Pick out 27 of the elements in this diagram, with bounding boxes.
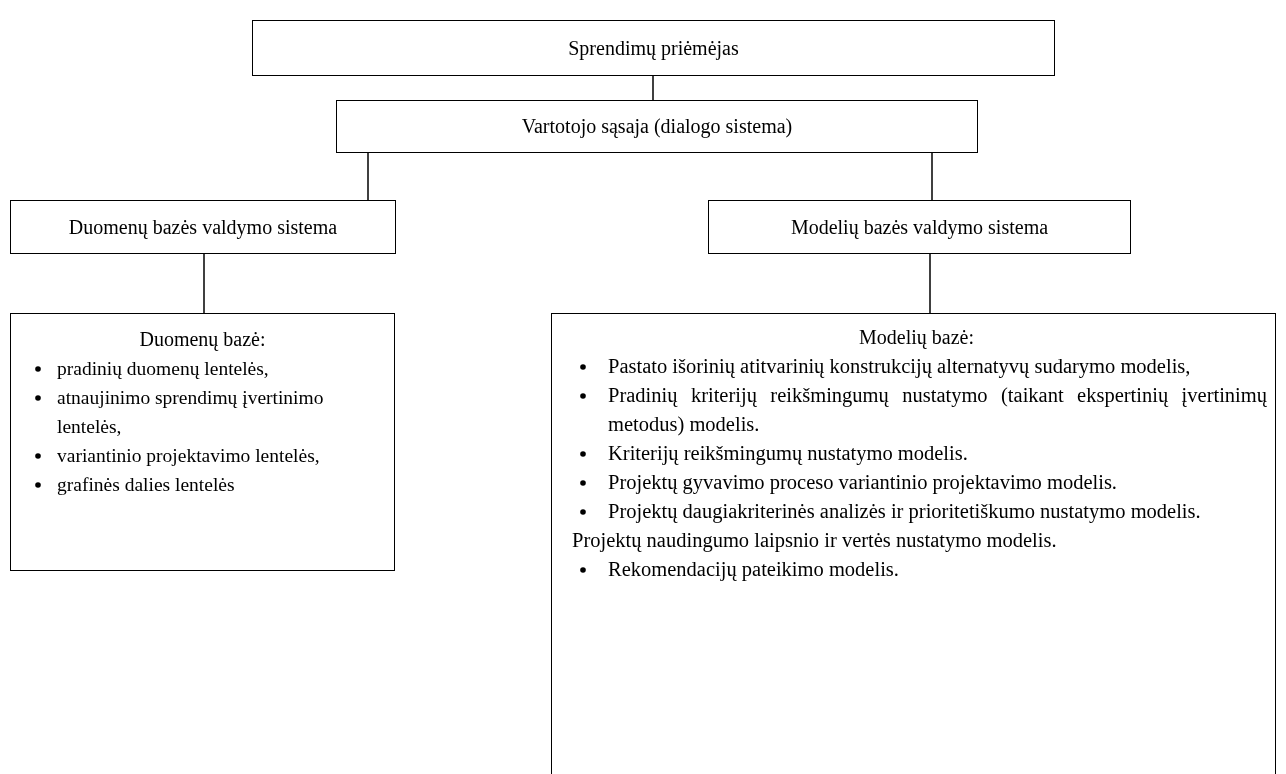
box-label: Duomenų bazės valdymo sistema: [68, 215, 338, 239]
process-box: [10, 200, 396, 254]
list-item: Projektų naudingumo laipsnio ir vertės nustatymo modelis.: [571, 528, 1058, 554]
box-label: Sprendimų priėmėjas: [568, 36, 739, 60]
list-item: variantinio projektavimo lentelės,: [21, 441, 384, 470]
connector-line: [203, 253, 205, 314]
list-item: Projektų daugiakriterinės analizės ir prioritetiškumo nustatymo modelis.: [566, 497, 1267, 526]
box-label: Vartotojo sąsaja (dialogo sistema): [521, 115, 793, 138]
list-item: Kriterijų reikšmingumų nustatymo modelis.: [566, 439, 1267, 468]
connector-line: [931, 152, 933, 201]
list-item: Projektų gyvavimo proceso variantinio projektavimo modelis.: [566, 468, 1267, 497]
process-box: [708, 200, 1131, 254]
list-box: [10, 313, 395, 571]
connector-line: [652, 75, 654, 101]
list-box: [551, 313, 1276, 774]
connector-line: [929, 253, 931, 314]
connector-line: [367, 152, 369, 201]
process-box: [252, 20, 1055, 76]
list-item: Rekomendacijų pateikimo modelis.: [566, 555, 1267, 584]
list-item: pradinių duomenų lentelės,: [21, 354, 384, 383]
list-item: grafinės dalies lentelės: [21, 470, 384, 499]
list-item: Pastato išorinių atitvarinių konstrukcijų alternatyvų sudarymo modelis,: [566, 352, 1267, 381]
list-item: Pradinių kriterijų reikšmingumų nustatymo (taikant ekspertinių įvertinimų metodus) modelis.: [566, 381, 1267, 439]
process-box: [336, 100, 978, 153]
list-heading: Modelių bazė:: [858, 325, 975, 351]
list-heading: Duomenų bazė:: [138, 327, 267, 353]
box-label: Modelių bazės valdymo sistema: [790, 215, 1049, 239]
